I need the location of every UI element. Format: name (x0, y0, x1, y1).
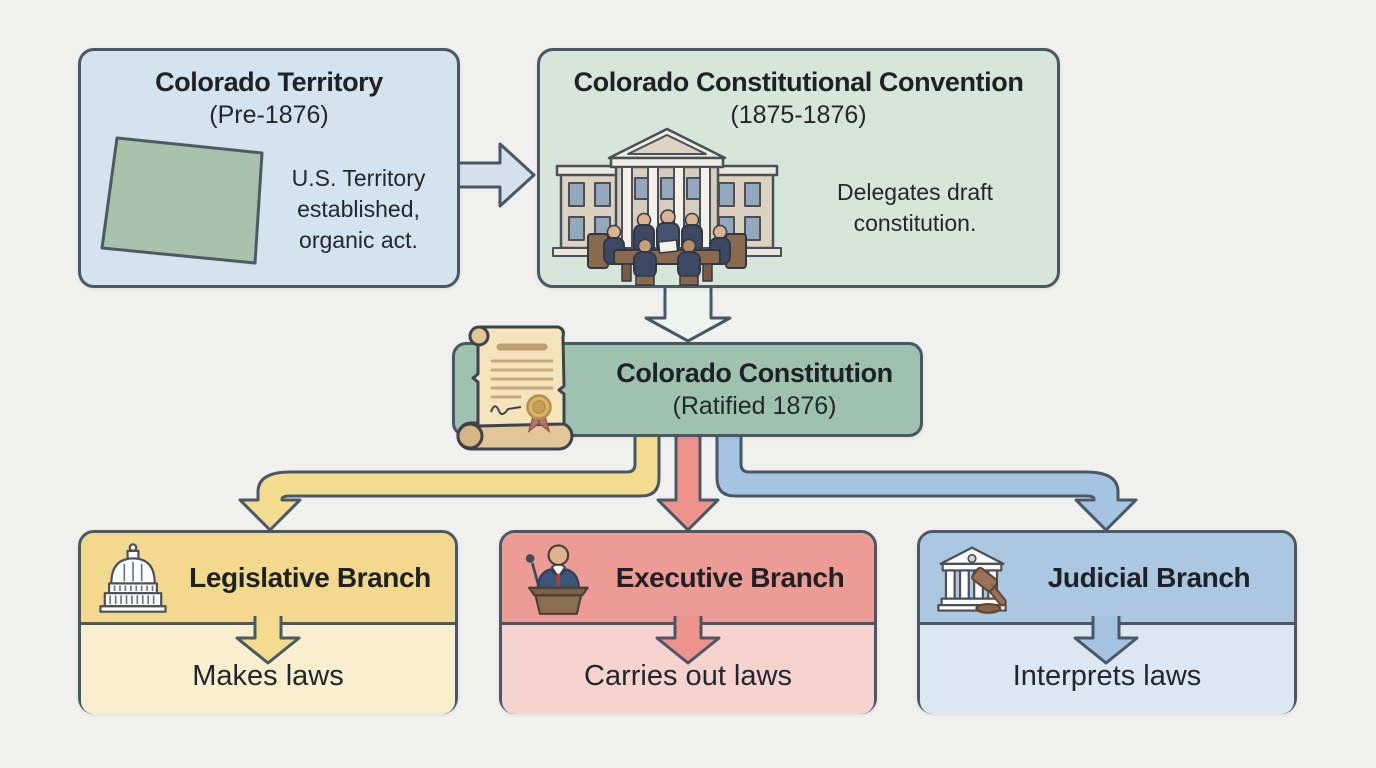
convention-to-constitution-arrow (644, 282, 732, 343)
executive-header-arrow (655, 616, 721, 665)
constitution-subtitle: (Ratified 1876) (672, 392, 837, 420)
judicial-branch-function: Interprets laws (1012, 660, 1202, 692)
judicial-header-arrow (1073, 616, 1139, 665)
territory-box: Colorado Territory (Pre-1876) U.S. Terri… (78, 48, 460, 288)
legislative-branch-header: Legislative Branch (81, 533, 455, 625)
convention-note-line2: constitution. (853, 210, 977, 236)
constitution-to-legislative-pipe (238, 428, 661, 532)
legislative-header-arrow (235, 616, 301, 665)
judicial-branch-header: Judicial Branch (920, 533, 1294, 625)
legislative-branch-name: Legislative Branch (189, 561, 431, 593)
executive-branch-function: Carries out laws (584, 660, 792, 692)
constitution-title: Colorado Constitution (616, 358, 893, 388)
constitution-to-executive-pipe (656, 428, 720, 532)
territory-title: Colorado Territory (155, 67, 383, 97)
territory-to-convention-arrow (456, 142, 536, 208)
territory-subtitle: (Pre-1876) (209, 101, 329, 129)
convention-note-line1: Delegates draft (837, 179, 993, 205)
courthouse-gavel-icon (937, 546, 1007, 614)
convention-note: Delegates draft constitution. (795, 177, 1035, 239)
territory-note-line3: organic act. (299, 227, 418, 253)
legislative-branch-body: Makes laws (81, 625, 455, 714)
judicial-branch-box: Judicial Branch Interprets laws (917, 530, 1297, 714)
executive-branch-box: Executive Branch Carries out laws (499, 530, 877, 714)
judicial-branch-name: Judicial Branch (1047, 561, 1251, 593)
legislative-branch-box: Legislative Branch Makes laws (78, 530, 458, 714)
territory-note-line1: U.S. Territory (291, 165, 426, 191)
constitution-to-judicial-pipe (715, 428, 1138, 532)
executive-branch-header: Executive Branch (502, 533, 874, 625)
territory-note: U.S. Territory established, organic act. (266, 163, 451, 256)
convention-subtitle: (1875-1876) (730, 101, 867, 129)
executive-branch-name: Executive Branch (615, 561, 845, 593)
convention-title: Colorado Constitutional Convention (573, 67, 1024, 97)
speaker-podium-icon (525, 543, 589, 615)
legislative-branch-function: Makes laws (192, 660, 344, 692)
colorado-state-shape-icon (100, 136, 264, 265)
capitol-dome-icon (99, 542, 167, 613)
convention-box: Colorado Constitutional Convention (1875… (537, 48, 1060, 288)
convention-building-delegates-icon (552, 127, 782, 286)
constitution-scroll-icon (456, 325, 574, 451)
territory-note-line2: established, (297, 196, 420, 222)
